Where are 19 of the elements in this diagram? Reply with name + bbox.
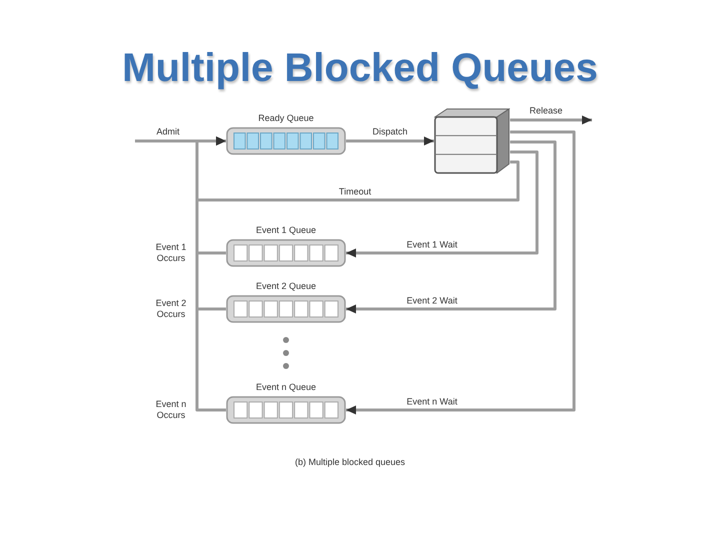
arrow (346, 140, 556, 314)
queue-label: Event 2 Queue (256, 280, 316, 292)
edge-label: Dispatch (370, 126, 410, 138)
edge-label: Event 2 Wait (404, 296, 460, 306)
edge-label: Admit (154, 126, 182, 138)
edge-label: Event 1 Wait (404, 240, 460, 250)
queue-label: Event 1 Queue (256, 224, 316, 236)
arrow (510, 116, 592, 124)
queue-label: Ready Queue (258, 112, 314, 124)
arrow (346, 136, 434, 146)
edge-label: Release (527, 106, 565, 116)
queue-label: Event n Queue (256, 381, 316, 393)
arrow (196, 136, 226, 412)
title: Multiple Blocked Queues (121, 45, 599, 92)
arrow (346, 130, 576, 414)
edge-label: Timeout (336, 186, 374, 198)
caption: (b) Multiple blocked queues (294, 456, 406, 468)
arrow (346, 150, 538, 258)
edge-label: Event n Wait (404, 396, 460, 408)
